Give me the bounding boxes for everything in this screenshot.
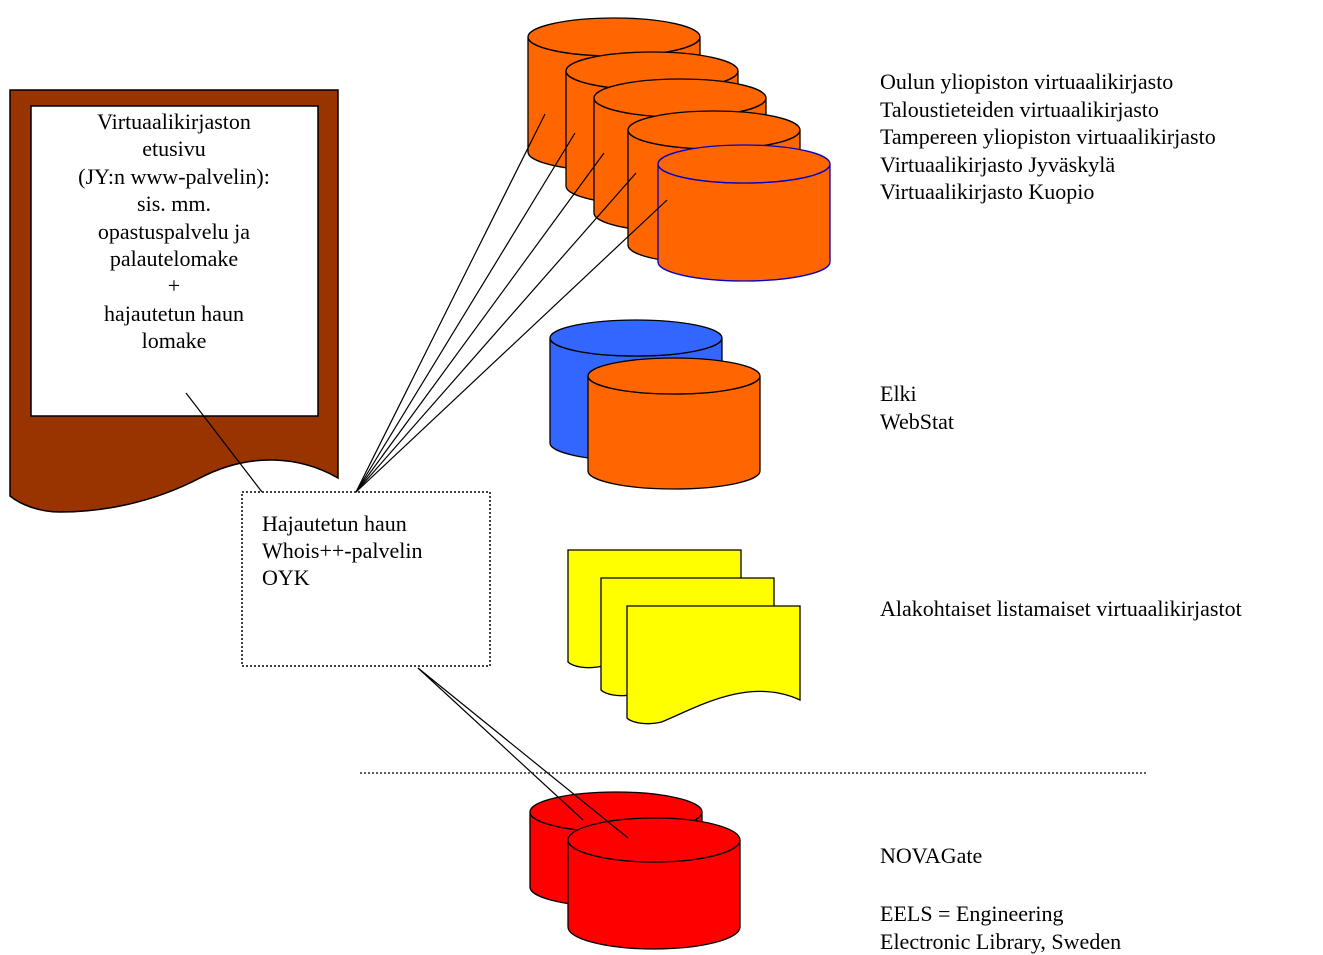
virtual-library-name: Virtuaalikirjasto Jyväskylä <box>880 151 1116 177</box>
frontpage-text: Virtuaalikirjaston etusivu (JY:n www-pal… <box>32 108 316 355</box>
connector-server-to-kuopio <box>355 199 668 493</box>
connector-server-to-eels <box>417 667 629 839</box>
stat-service-databases <box>549 319 761 490</box>
connector-server-to-oulu <box>355 113 546 493</box>
stat-service-name: Elki <box>880 381 917 406</box>
eels-line: EELS = Engineering <box>880 901 1064 926</box>
document-page-area <box>30 105 319 417</box>
connector-server-to-jyvaskyla <box>355 172 637 493</box>
virtual-library-name: Taloustieteiden virtuaalikirjasto <box>880 96 1159 122</box>
server-line: Hajautetun haun <box>262 511 407 536</box>
virtual-library-name: Oulun yliopiston virtuaalikirjasto <box>880 69 1174 94</box>
database-cylinder-icon <box>587 357 761 490</box>
novagate-text: NOVAGate <box>880 843 983 868</box>
frontpage-line: + <box>167 273 181 299</box>
database-cylinder-icon <box>657 144 831 282</box>
frontpage-line: opastuspalvelu ja <box>97 218 251 244</box>
subject-list-label: Alakohtaiset listamaiset virtuaalikirjas… <box>880 595 1242 623</box>
eels-label: EELS = Engineering Electronic Library, S… <box>880 900 1121 955</box>
stat-service-list: Elki WebStat <box>880 380 954 435</box>
database-cylinder-icon <box>567 817 741 950</box>
server-line: OYK <box>262 565 310 590</box>
connector-server-to-talous <box>355 132 576 493</box>
external-databases <box>529 791 741 950</box>
whois-server-box <box>241 491 491 667</box>
stat-service-name: WebStat <box>880 408 954 434</box>
virtual-library-databases <box>527 17 831 282</box>
frontpage-line: hajautetun haun <box>104 300 244 326</box>
page-stack-icon <box>567 549 801 725</box>
frontpage-line: Virtuaalikirjaston <box>97 109 251 134</box>
whois-server-text: Hajautetun haun Whois++-palvelin OYK <box>262 510 422 591</box>
subject-list-text: Alakohtaiset listamaiset virtuaalikirjas… <box>880 596 1242 621</box>
frontpage-line: palautelomake <box>109 246 239 272</box>
document-icon <box>9 89 339 513</box>
connector-server-to-tampere <box>355 152 605 493</box>
frontpage-line: (JY:n www-palvelin): <box>78 163 270 189</box>
connectors <box>185 113 668 839</box>
connector-server-to-novagate <box>417 667 584 821</box>
virtual-library-name: Virtuaalikirjasto Kuopio <box>880 179 1095 204</box>
eels-line: Electronic Library, Sweden <box>880 928 1122 954</box>
server-line: Whois++-palvelin <box>262 538 423 563</box>
page-icon <box>626 605 801 725</box>
virtual-library-list: Oulun yliopiston virtuaalikirjasto Talou… <box>880 68 1216 206</box>
frontpage-line: lomake <box>141 328 207 354</box>
frontpage-line: etusivu <box>142 136 206 162</box>
frontpage-line: sis. mm. <box>137 191 211 217</box>
connector-form-to-server <box>185 392 263 493</box>
virtual-library-name: Tampereen yliopiston virtuaalikirjasto <box>880 124 1216 149</box>
novagate-label: NOVAGate <box>880 842 982 870</box>
